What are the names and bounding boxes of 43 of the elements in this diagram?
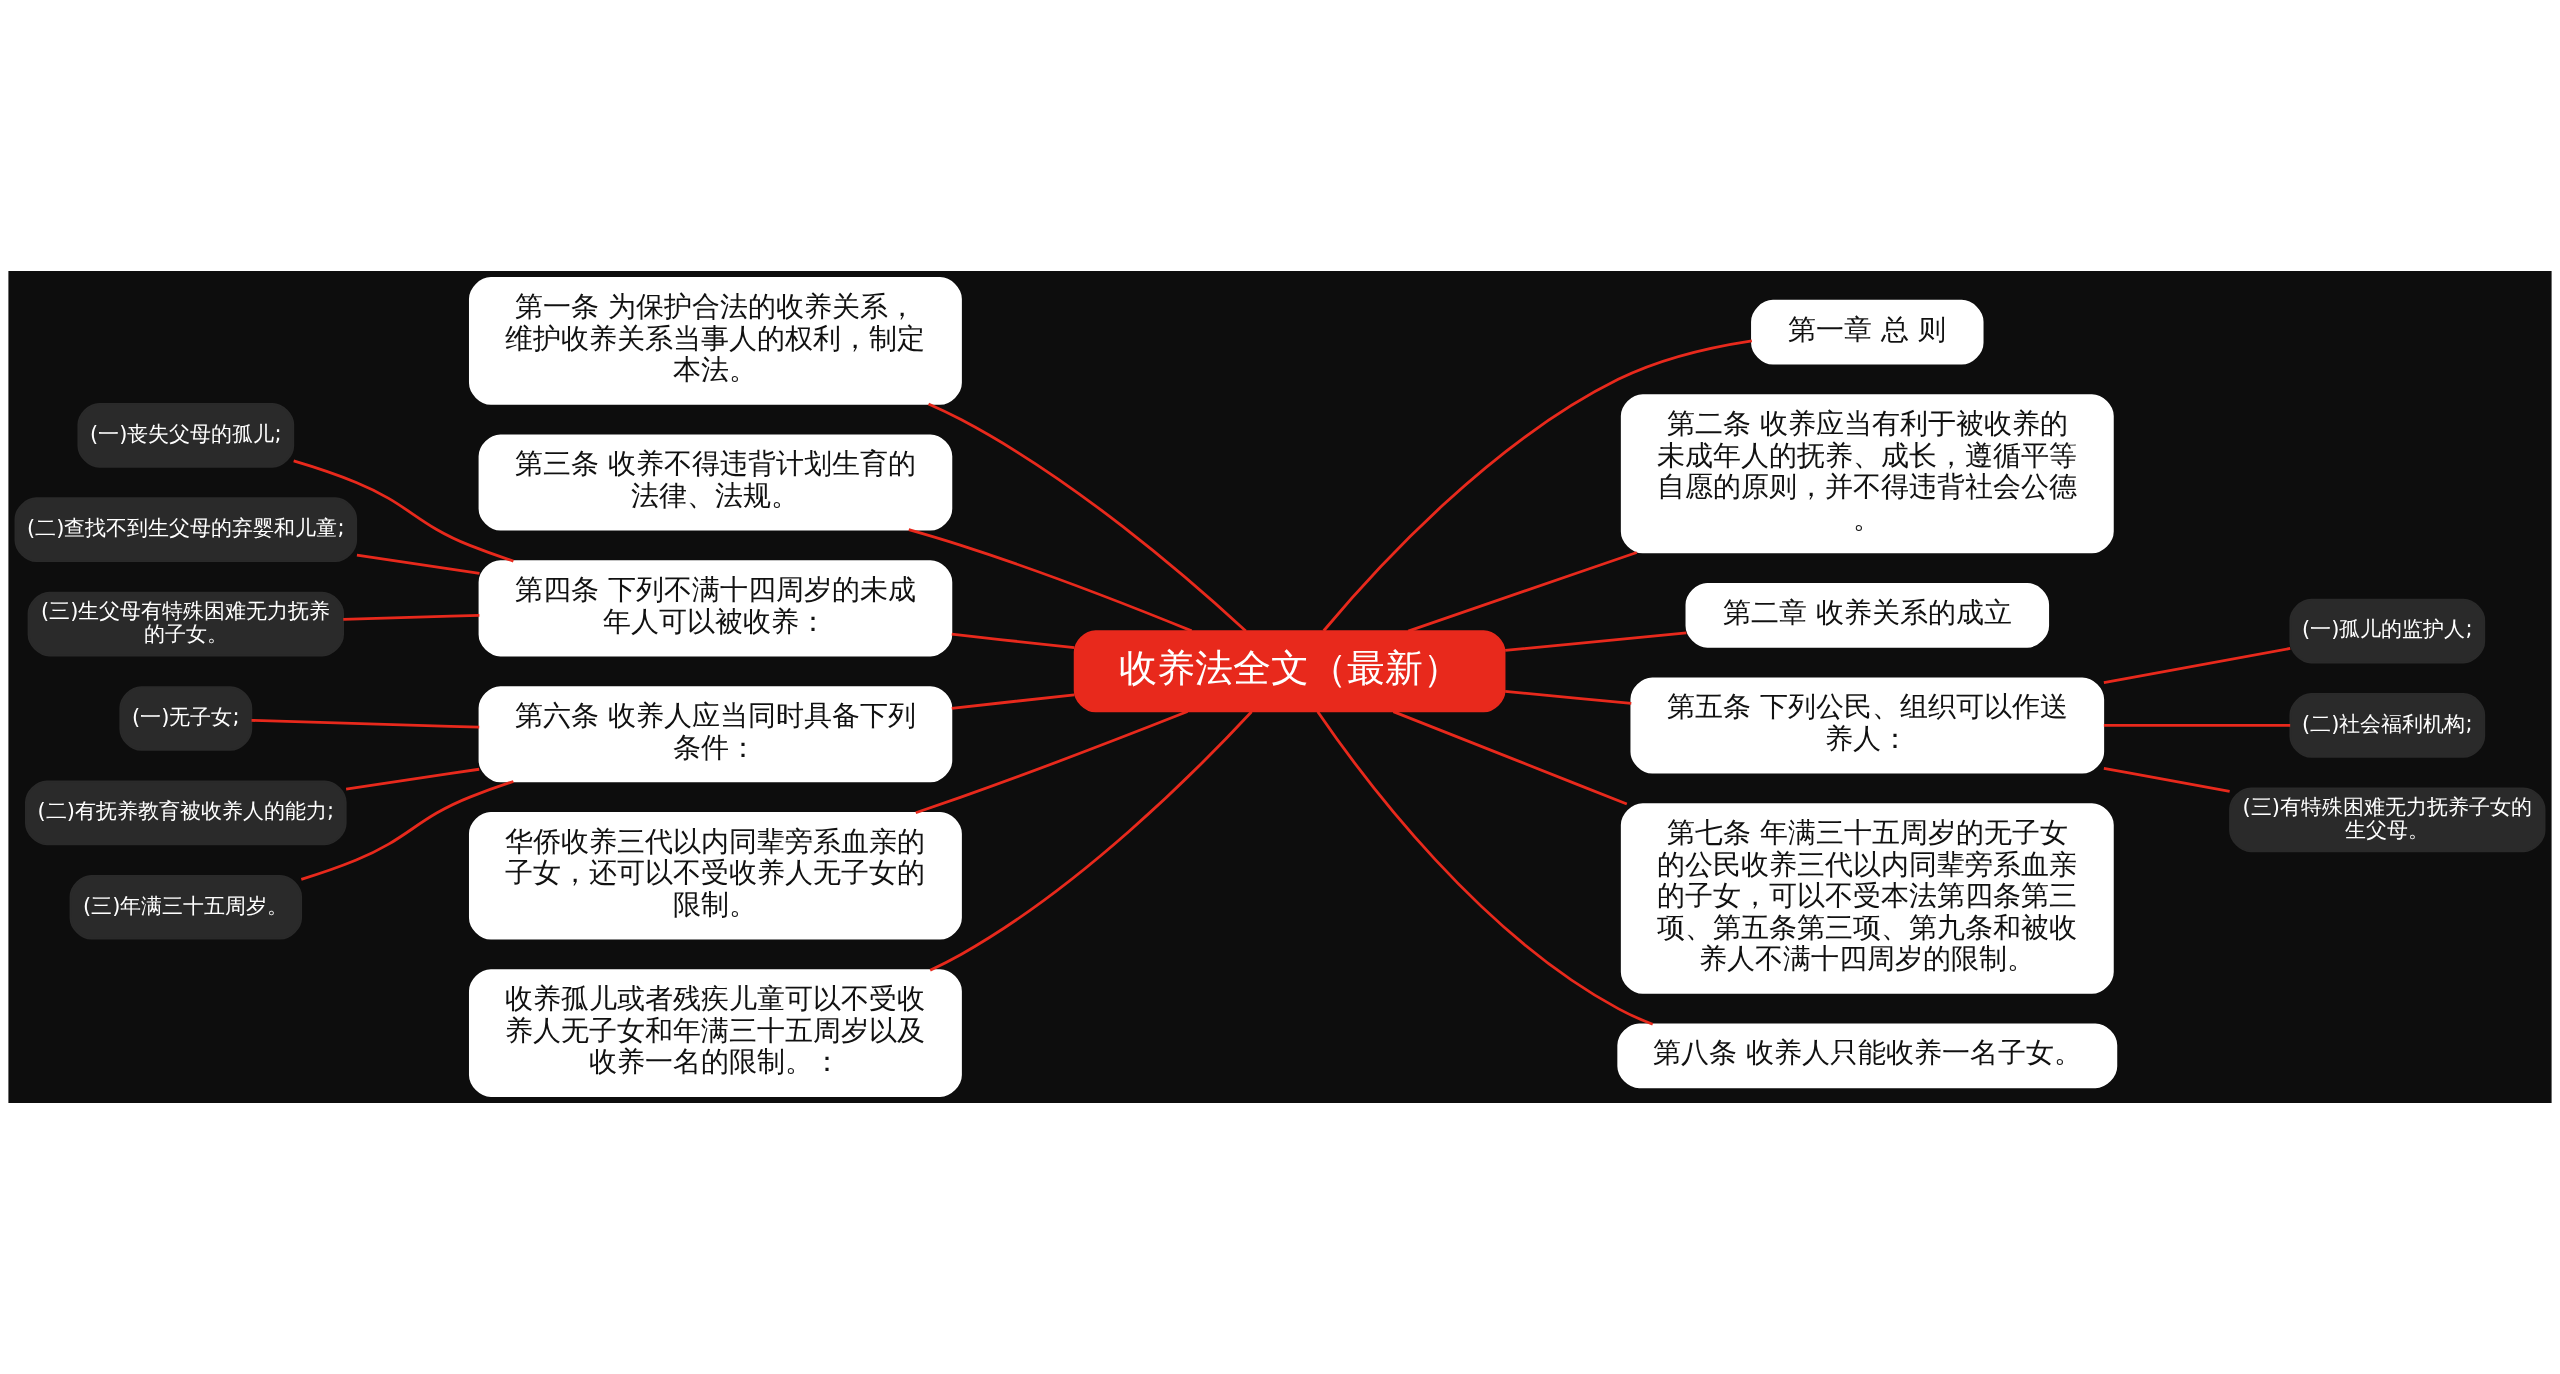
node-box: 第二条 收养应当有利于被收养的未成年人的抚养、成长，遵循平等自愿的原则，并不得违背社会公德。 [1620, 394, 2114, 554]
node-box: (一)丧失父母的孤儿; [77, 402, 295, 468]
connector [343, 613, 480, 621]
connector [345, 767, 480, 791]
connector [1316, 710, 1654, 1026]
node-box: (二)有抚养教育被收养人的能力; [25, 780, 347, 846]
node-box: (三)年满三十五周岁。 [69, 874, 303, 940]
node-box: 收养孤儿或者残疾儿童可以不受收养人无子女和年满三十五周岁以及收养一名的限制。： [468, 969, 962, 1097]
connector [2103, 767, 2230, 793]
node-box: 第三条 收养不得违背计划生育的法律、法规。 [478, 434, 953, 531]
connector [908, 528, 1193, 633]
node-box: (三)有特殊困难无力抚养子女的生父母。 [2229, 787, 2546, 853]
node-box: 第四条 下列不满十四周岁的未成年人可以被收养： [478, 560, 953, 657]
node-box: (二)社会福利机构; [2289, 693, 2486, 758]
node-box: 第一章 总 则 [1751, 299, 1984, 365]
node-box: 第一条 为保护合法的收养关系，维护收养关系当事人的权利，制定本法。 [468, 277, 962, 405]
connector [915, 710, 1189, 815]
connector [1322, 339, 1753, 632]
connector [951, 693, 1075, 710]
connector [929, 710, 1253, 972]
node-box: 第五条 下列公民、组织可以作送养人： [1630, 677, 2105, 774]
connector [1407, 551, 1638, 633]
node-box: 第七条 年满三十五周岁的无子女的公民收养三代以内同辈旁系血亲的子女，可以不受本法第四条第三项、第五条第三项、第九条和被收养人不满十四周岁的限制。 [1620, 803, 2114, 994]
node-box: (二)查找不到生父母的弃婴和儿童; [14, 497, 358, 563]
connector [1392, 710, 1628, 806]
connector [2103, 647, 2291, 684]
connector [928, 402, 1247, 633]
node-box: 第八条 收养人只能收养一名子女。 [1617, 1023, 2118, 1089]
node-box: 华侨收养三代以内同辈旁系血亲的子女，还可以不受收养人无子女的限制。 [468, 811, 962, 940]
connector [2103, 724, 2291, 727]
node-box: 第六条 收养人应当同时具备下列条件： [478, 686, 953, 783]
node-box: (一)孤儿的监护人; [2289, 598, 2486, 664]
node-box: (三)生父母有特殊困难无力抚养的子女。 [27, 591, 344, 657]
connector [251, 718, 480, 729]
connector [356, 553, 480, 575]
connector [293, 459, 514, 563]
connector [300, 780, 514, 881]
connector [1505, 690, 1632, 705]
node-box: (一)无子女; [119, 686, 253, 751]
node-box: 收养法全文（最新） [1073, 630, 1506, 713]
node-box: 第二章 收养关系的成立 [1685, 583, 2050, 648]
connector [951, 632, 1075, 650]
connector [1505, 631, 1687, 652]
